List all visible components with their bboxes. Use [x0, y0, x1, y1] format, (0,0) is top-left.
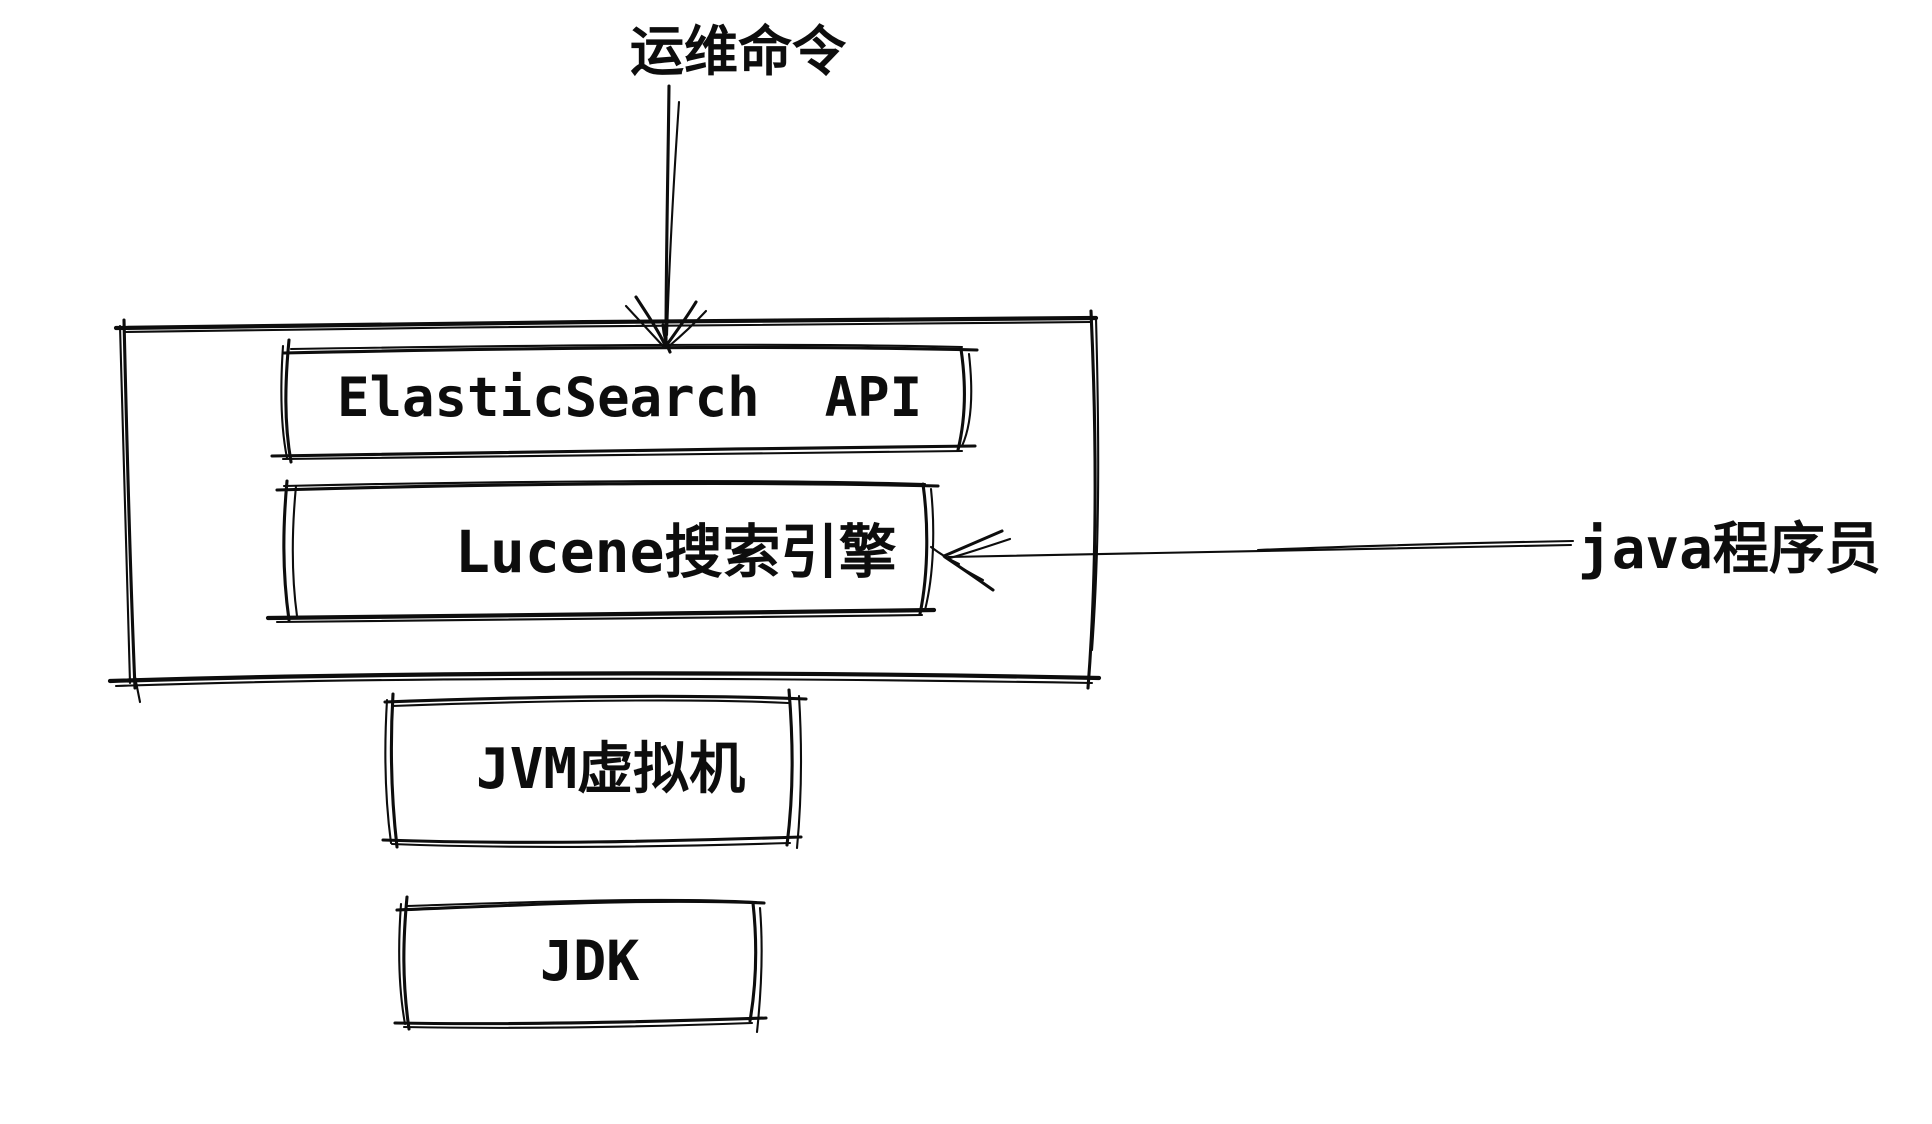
outer-box-shape [107, 309, 1102, 704]
lucene-label: Lucene搜索引擎 [455, 518, 897, 586]
java-programmer-label: java程序员 [1578, 517, 1881, 582]
jvm-box-shape [381, 688, 808, 850]
jdk-label: JDK [540, 929, 640, 993]
ops-command-label: 运维命令 [630, 20, 846, 83]
jdk-box-shape [393, 895, 768, 1034]
es-api-box-shape [270, 338, 979, 464]
java-arrow-left [929, 529, 1575, 592]
es-api-label: ElasticSearch API [337, 366, 923, 429]
ops-arrow-down [624, 84, 708, 354]
lucene-box-shape [265, 479, 940, 624]
jvm-label: JVM虚拟机 [476, 737, 746, 802]
